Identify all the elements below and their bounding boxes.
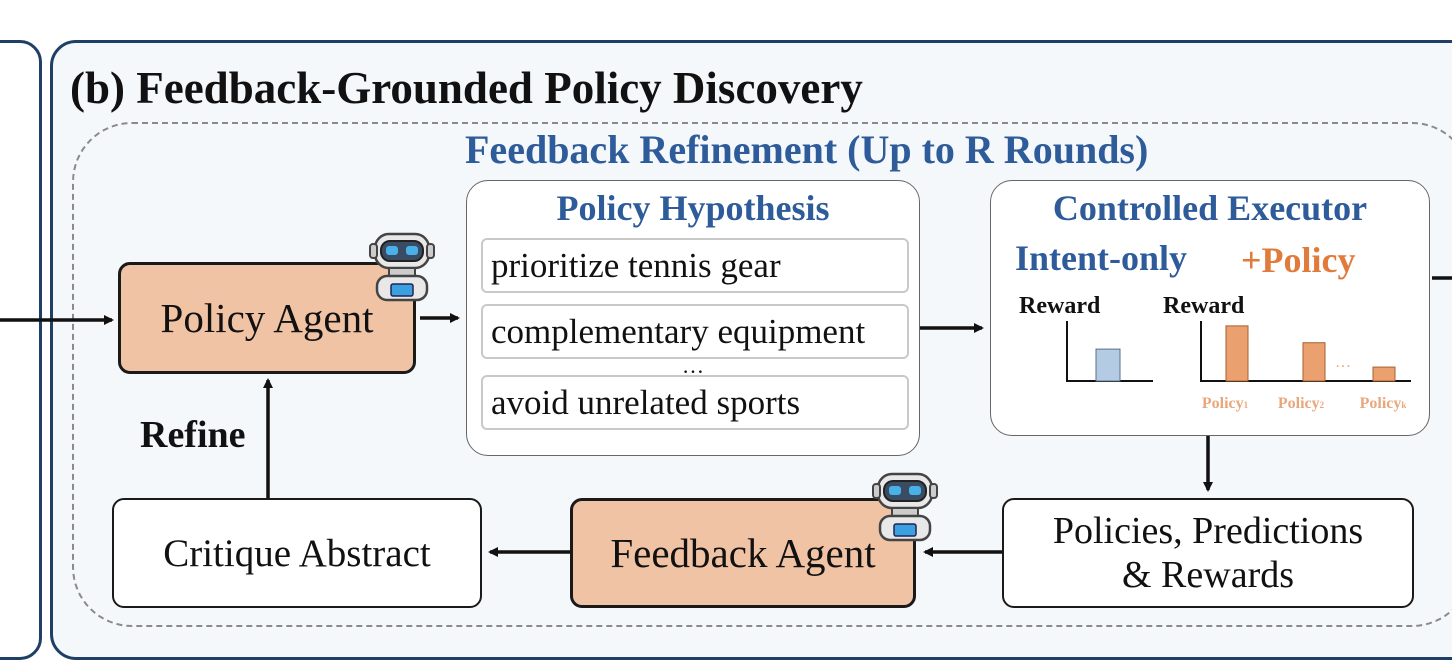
refinement-loop-region [72,122,1452,627]
hypothesis-ellipsis: … [682,353,704,378]
policy-agent-box: Policy Agent [118,262,416,374]
hypothesis-item: prioritize tennis gear [481,238,909,293]
policy-bar [1225,325,1249,382]
reward-label-right: Reward [1163,293,1245,319]
critique-abstract-label: Critique Abstract [163,531,431,575]
policy-agent-label: Policy Agent [160,295,374,341]
critique-abstract-box: Critique Abstract [112,498,482,608]
panel-title: (b) Feedback-Grounded Policy Discovery [70,63,863,113]
feedback-agent-box: Feedback Agent [570,498,916,608]
controlled-executor-box: Controlled Executor Intent-only +Policy … [990,180,1430,436]
refine-label: Refine [140,414,246,456]
feedback-agent-label: Feedback Agent [610,530,876,576]
loop-title: Feedback Refinement (Up to R Rounds) [465,127,1149,172]
left-chart-axis [1066,321,1153,382]
policy-bar [1302,342,1326,382]
controlled-executor-title: Controlled Executor [1052,188,1368,228]
policy-hypothesis-box: Policy Hypothesis prioritize tennis gear… [466,180,920,456]
policy-bar [1372,366,1396,382]
policy-label: +Policy [1241,240,1356,280]
results-box: Policies, Predictions & Rewards [1002,498,1414,608]
policy-hypothesis-title: Policy Hypothesis [556,188,830,228]
results-line-2: & Rewards [1121,554,1295,596]
policy-bar-label: Policyk [1360,395,1407,412]
reward-bars-chart: … Policy1 Policy2 Policyk [1066,321,1411,412]
hypothesis-item: avoid unrelated sports [481,375,909,430]
right-chart-axis [1200,321,1411,382]
intent-only-bar [1095,348,1121,382]
robot-icon [872,472,938,542]
robot-icon [369,232,435,302]
policy-bar-label: Policy2 [1278,395,1325,412]
policy-bar-label: Policy1 [1202,395,1249,412]
reward-label-left: Reward [1019,293,1101,319]
intent-only-label: Intent-only [1015,238,1188,278]
arrows-layer [0,276,1452,557]
bar-ellipsis: … [1335,354,1351,371]
hypothesis-item: complementary equipment [481,304,909,359]
results-line-1: Policies, Predictions [1052,510,1364,552]
